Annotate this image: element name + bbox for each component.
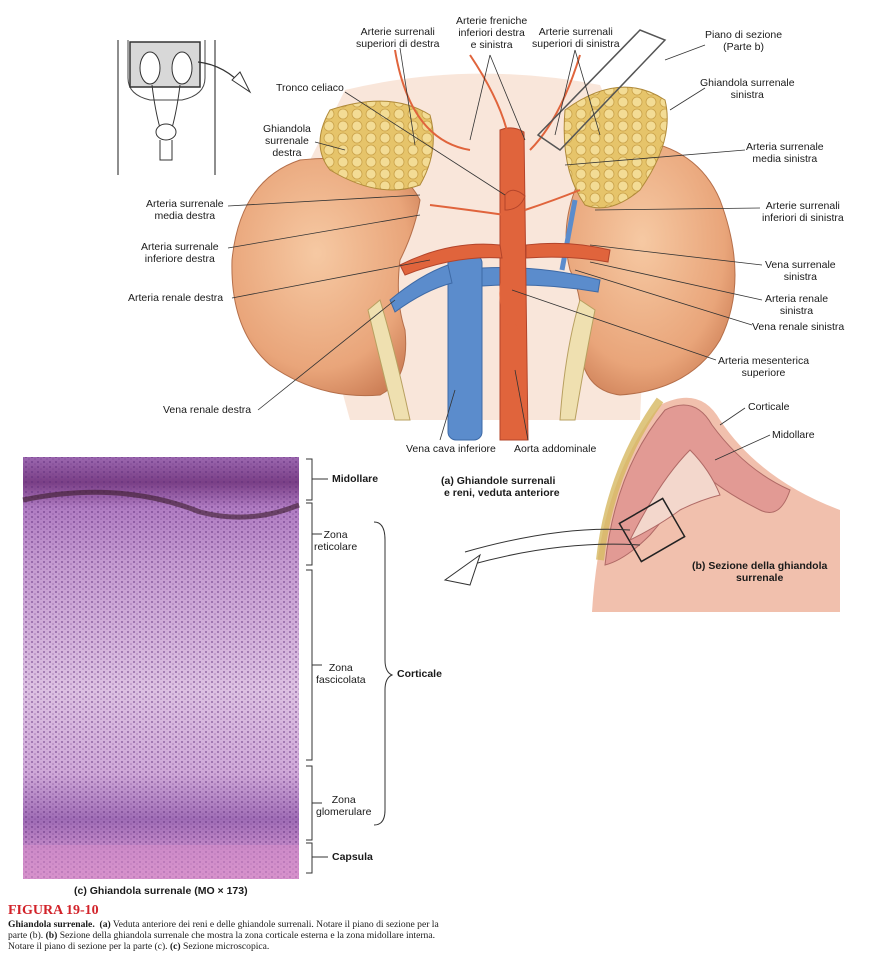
torso-inset <box>117 40 252 175</box>
label-midollare-c: Midollare <box>332 473 379 485</box>
label-corticale-c: Corticale <box>397 668 442 680</box>
label-capsula: Capsula <box>332 851 373 863</box>
left-adrenal <box>563 86 668 209</box>
panel-b-drawing <box>443 397 840 612</box>
section-box <box>618 497 686 563</box>
right-adrenal <box>319 100 434 191</box>
label-tronco-celiaco: Tronco celiaco <box>276 82 344 94</box>
figure-illustration <box>22 29 840 879</box>
label-vena-renale-destra: Vena renale destra <box>163 404 252 416</box>
caption-panel-c: (c) Ghiandola surrenale (MO × 173) <box>74 885 248 897</box>
section-plane <box>536 29 667 151</box>
label-midollare-b: Midollare <box>772 429 815 441</box>
label-vena-cava-inferiore: Vena cava inferiore <box>406 443 496 455</box>
leader-lines <box>227 44 771 461</box>
panel-a-drawing <box>231 29 736 441</box>
label-aorta-addominale: Aorta addominale <box>514 443 597 455</box>
zone-brackets <box>306 458 394 874</box>
figure-caption: Ghiandola surrenale. (a) Veduta anterior… <box>8 919 439 952</box>
panel-c-micrograph <box>22 457 300 879</box>
label-piano-di-sezione: Piano di sezione(Parte b) <box>705 29 783 53</box>
label-vena-renale-sinistra: Vena renale sinistra <box>752 321 845 333</box>
label-arteria-renale-destra: Arteria renale destra <box>128 292 224 304</box>
figure-title: FIGURA 19-10 <box>8 903 99 918</box>
label-corticale-b: Corticale <box>748 401 790 413</box>
vena-cava <box>447 254 483 441</box>
